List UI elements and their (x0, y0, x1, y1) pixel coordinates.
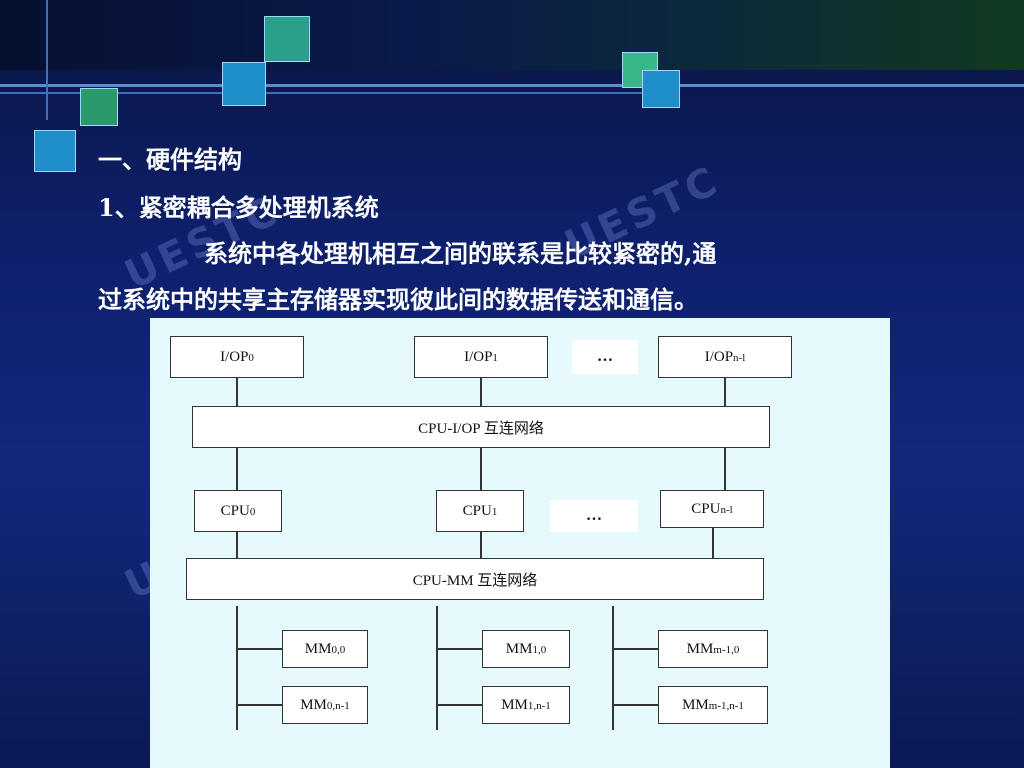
deco-square (264, 16, 310, 62)
deco-square (222, 62, 266, 106)
connector (236, 378, 238, 406)
ellipsis: … (550, 500, 638, 532)
connector (724, 378, 726, 406)
slide-subheading: 1、紧密耦合多处理机系统 (98, 193, 379, 222)
cpu-iop-network: CPU-I/OP 互连网络 (192, 406, 770, 448)
paragraph-line-2: 过系统中的共享主存储器实现彼此间的数据传送和通信。 (98, 285, 698, 314)
deco-square (642, 70, 680, 108)
mm-bus (612, 606, 614, 730)
connector (236, 448, 238, 490)
connector (612, 704, 658, 706)
deco-square (34, 130, 76, 172)
deco-square (80, 88, 118, 126)
top-banner (0, 0, 1024, 70)
connector (724, 448, 726, 490)
deco-line-top (0, 84, 1024, 87)
mm-box: MM m-1,0 (658, 630, 768, 668)
deco-line-mid (0, 92, 680, 94)
paragraph-line-1: 系统中各处理机相互之间的联系是比较紧密的,通 (204, 239, 717, 268)
connector (480, 532, 482, 558)
cpu-box: CPU n-l (660, 490, 764, 528)
connector (480, 378, 482, 406)
connector (480, 448, 482, 490)
deco-line-vert (46, 0, 48, 120)
slide-heading: 一、硬件结构 (98, 145, 242, 174)
connector (436, 704, 482, 706)
ellipsis: … (572, 340, 638, 374)
connector (612, 648, 658, 650)
connector (236, 648, 282, 650)
connector (236, 704, 282, 706)
mm-bus (236, 606, 238, 730)
connector (712, 528, 714, 558)
connector (236, 532, 238, 558)
mm-bus (436, 606, 438, 730)
connector (436, 648, 482, 650)
cpu-mm-network: CPU-MM 互连网络 (186, 558, 764, 600)
